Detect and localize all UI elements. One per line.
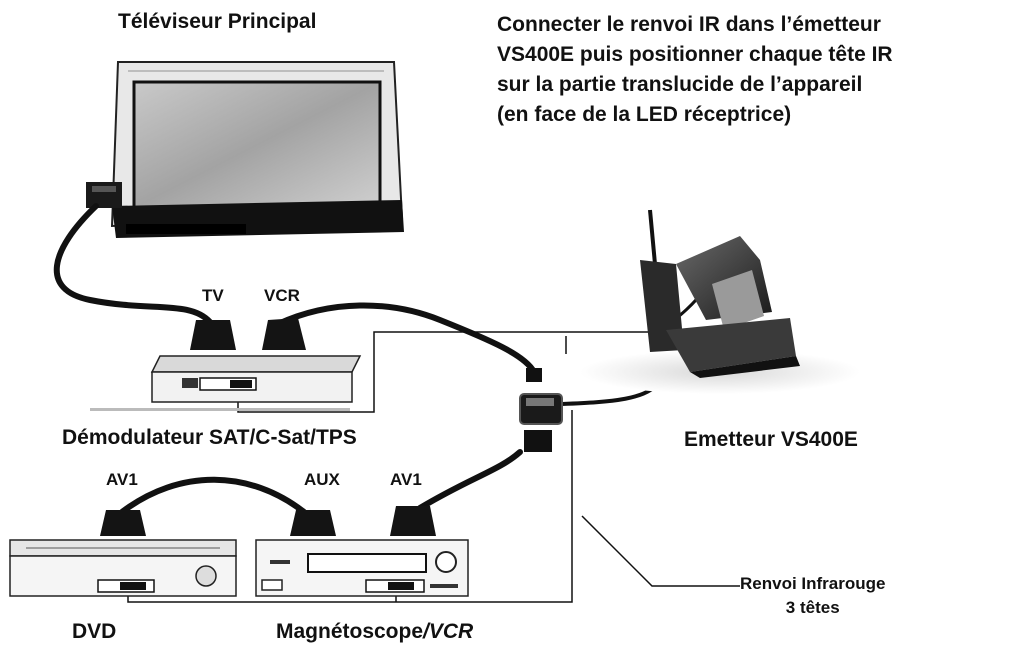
instruction-text: Connecter le renvoi IR dans l’émetteur V… [497,10,893,130]
plug-label-sat-tv: TV [202,286,224,305]
tv-scart-plug [86,182,122,208]
plug-label-sat-vcr: VCR [264,286,300,305]
ir-splitter-icon [519,368,563,452]
vcr-label-alt: /VCR [423,620,474,643]
emitter-label: Emetteur VS400E [684,428,858,451]
vcr-label-main: Magnétoscope [276,620,424,643]
ir-relay-line-1: Renvoi Infrarouge [740,574,886,593]
emitter-icon [580,209,860,394]
ir-relay-label: Renvoi Infrarouge 3 têtes [740,572,885,620]
instruction-line-3: sur la partie translucide de l’appareil [497,73,863,96]
vcr-label: Magnétoscope/VCR [276,620,473,644]
plug-label-vcr-av1: AV1 [390,470,422,489]
instruction-line-1: Connecter le renvoi IR dans l’émetteur [497,13,881,36]
decoder-label: Démodulateur SAT/C-Sat/TPS [62,426,357,449]
plug-label-vcr-aux: AUX [304,470,340,489]
ir-relay-line-2: 3 têtes [785,598,840,617]
dvd-player-icon [9,539,237,597]
instruction-line-4: (en face de la LED réceptrice) [497,103,792,126]
scart-plug-icon [100,318,436,536]
cables [53,203,710,515]
tv-label: Téléviseur Principal [118,10,317,33]
vcr-icon [255,539,469,597]
plug-label-dvd-av1: AV1 [106,470,138,489]
decoder-icon [90,355,362,411]
dvd-label: DVD [72,620,117,643]
instruction-line-2: VS400E puis positionner chaque tête IR [497,43,893,66]
tv-icon [110,61,404,238]
